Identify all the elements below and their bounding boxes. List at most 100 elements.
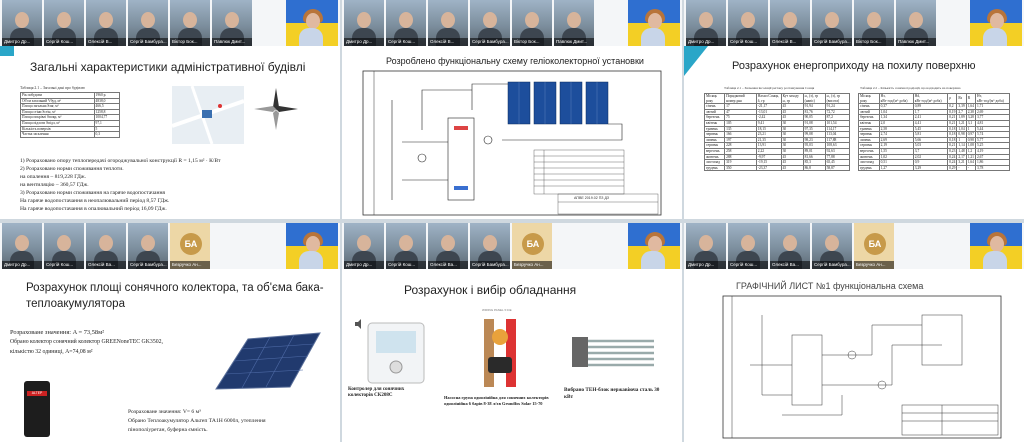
- participant-tile[interactable]: Олексій Ва...: [86, 223, 126, 269]
- participant-name: Олексій Ва...: [428, 261, 468, 269]
- participant-tile[interactable]: Віктор Бок...: [512, 0, 552, 46]
- participant-tile[interactable]: Павлюк Дмит...: [212, 0, 252, 46]
- participant-name: Сергій Бамбура...: [128, 38, 168, 46]
- column-header: Rs: [956, 92, 967, 105]
- participant-tile[interactable]: Віктор Бок...: [854, 0, 894, 46]
- participant-tile-initials[interactable]: БА Безручко Ан...: [170, 223, 210, 269]
- shared-slide: Розрахунок площі сонячного колектора, та…: [0, 269, 340, 442]
- video-panel-3[interactable]: Дмитро Др...Сергій Кош...Олексій В...Сер…: [684, 0, 1024, 219]
- accent-triangle: [684, 46, 708, 76]
- pump-group-image: [484, 319, 516, 387]
- participant-tile[interactable]: Дмитро Др...: [2, 0, 42, 46]
- graphic-sheet-scheme: [722, 295, 1002, 439]
- participant-name: Дмитро Др...: [686, 38, 726, 46]
- controller-label: Контролер для сонячних колекторів СК208С: [348, 387, 405, 399]
- participant-tile[interactable]: Сергій Бамбура...: [128, 0, 168, 46]
- participant-tile[interactable]: Олексій В...: [428, 0, 468, 46]
- participant-name: Сергій Бамбура...: [812, 261, 852, 269]
- presenter-video-tile[interactable]: [286, 223, 338, 269]
- speaker-icon[interactable]: [354, 319, 364, 329]
- participant-tile-initials[interactable]: БА Безручко Ан...: [512, 223, 552, 269]
- participant-tile[interactable]: Сергій Бамбура...: [470, 0, 510, 46]
- participant-name: Сергій Кош...: [44, 38, 84, 46]
- participant-name: Сергій Бамбура...: [128, 261, 168, 269]
- column-header: Кут заходу ω, гр: [780, 92, 804, 105]
- participant-name: Дмитро Др...: [2, 38, 42, 46]
- participant-name: Безручко Ан...: [170, 261, 210, 269]
- participant-tile[interactable]: Олексій В...: [86, 0, 126, 46]
- participant-strip: Дмитро Др...Сергій Кош...Олексій Ва...Се…: [684, 223, 1024, 269]
- participant-tile[interactable]: Дмитро Др...: [344, 223, 384, 269]
- participant-tile[interactable]: Павлюк Дмит...: [896, 0, 936, 46]
- participant-tile[interactable]: Сергій Бамбура...: [470, 223, 510, 269]
- video-panel-1[interactable]: Дмитро Др...Сергій Кош...Олексій В...Сер…: [0, 0, 340, 219]
- slide-title: Розроблено функціональну схему геліоколе…: [386, 56, 644, 66]
- column-header: Порядковий номер дня: [724, 92, 757, 105]
- participant-tile[interactable]: Павлюк Дмит...: [554, 0, 594, 46]
- shared-slide: Розроблено функціональну схему геліоколе…: [342, 46, 682, 219]
- participant-tile[interactable]: Дмитро Др...: [2, 223, 42, 269]
- participant-tile[interactable]: Дмитро Др...: [344, 0, 384, 46]
- participant-tile[interactable]: Сергій Кош...: [386, 0, 426, 46]
- participant-tile[interactable]: Сергій Кош...: [44, 0, 84, 46]
- presenter-video-tile[interactable]: [628, 0, 680, 46]
- slide-title: Розрахунок площі сонячного колектора, та…: [26, 282, 324, 310]
- column-header: ω₀ (з), гр (висота): [824, 92, 851, 105]
- participant-name: Безручко Ан...: [512, 261, 552, 269]
- calc-line: кількістю 32 одиниці, A=74,08 м²: [10, 349, 93, 355]
- column-header: Місяць року: [858, 92, 880, 105]
- avatar: БА: [522, 233, 544, 255]
- heater-label: Вибрано ТЕН-блок нержавіюча сталь 30 кВт: [564, 387, 660, 400]
- participant-name: Олексій В...: [428, 38, 468, 46]
- solar-collector-image: [215, 332, 321, 390]
- column-header: Нахил Сонця, δ, гр: [755, 92, 782, 105]
- calc-line: пінополіуретан, буферна ємність.: [128, 427, 208, 433]
- video-panel-2[interactable]: Дмитро Др...Сергій Кош...Олексій В...Сер…: [342, 0, 682, 219]
- participant-tile[interactable]: Сергій Бамбура...: [128, 223, 168, 269]
- participant-name: Дмитро Др...: [344, 38, 384, 46]
- video-panel-4[interactable]: Дмитро Др...Сергій Кош...Олексій Ва...Се…: [0, 223, 340, 442]
- participant-tile[interactable]: Сергій Кош...: [728, 0, 768, 46]
- participant-name: Олексій В...: [770, 38, 810, 46]
- presenter-video-tile[interactable]: [970, 223, 1022, 269]
- participant-tile[interactable]: Олексій В...: [770, 0, 810, 46]
- participant-name: Сергій Кош...: [386, 261, 426, 269]
- slide-title: ГРАФІЧНИЙ ЛИСТ №1 функціональна схема: [736, 281, 924, 291]
- video-panel-6[interactable]: Дмитро Др...Сергій Кош...Олексій Ва...Се…: [684, 223, 1024, 442]
- participant-tile[interactable]: Сергій Кош...: [44, 223, 84, 269]
- presenter-video-tile[interactable]: [286, 0, 338, 46]
- participant-tile[interactable]: Сергій Кош...: [386, 223, 426, 269]
- tank-image: ALTEP: [24, 381, 50, 437]
- participant-name: Сергій Бамбура...: [812, 38, 852, 46]
- participant-strip: Дмитро Др...Сергій Кош...Олексій В...Сер…: [0, 0, 340, 46]
- location-map: [172, 86, 244, 144]
- presenter-video-tile[interactable]: [628, 223, 680, 269]
- result-line: 3) Розраховано норми споживання на гаряч…: [20, 190, 166, 196]
- participant-tile[interactable]: Віктор Бок...: [170, 0, 210, 46]
- participant-tile[interactable]: Дмитро Др...: [686, 0, 726, 46]
- participant-name: Дмитро Др...: [2, 261, 42, 269]
- participant-tile[interactable]: Сергій Бамбура...: [812, 223, 852, 269]
- participant-tile[interactable]: Дмитро Др...: [686, 223, 726, 269]
- result-line: на вентиляцію – 360,57 ГДж.: [20, 182, 89, 188]
- participant-tile[interactable]: Олексій Ва...: [770, 223, 810, 269]
- participant-tile[interactable]: Олексій Ва...: [428, 223, 468, 269]
- participant-tile[interactable]: Сергій Бамбура...: [812, 0, 852, 46]
- participant-tile[interactable]: Сергій Кош...: [728, 223, 768, 269]
- avatar: БА: [180, 233, 202, 255]
- result-line: На гаряче водопостачання в опалювальний …: [20, 206, 167, 212]
- avatar: БА: [864, 233, 886, 255]
- participant-name: Сергій Кош...: [386, 38, 426, 46]
- video-panel-5[interactable]: Дмитро Др...Сергій Кош...Олексій Ва...Се…: [342, 223, 682, 442]
- presenter-video-tile[interactable]: [970, 0, 1022, 46]
